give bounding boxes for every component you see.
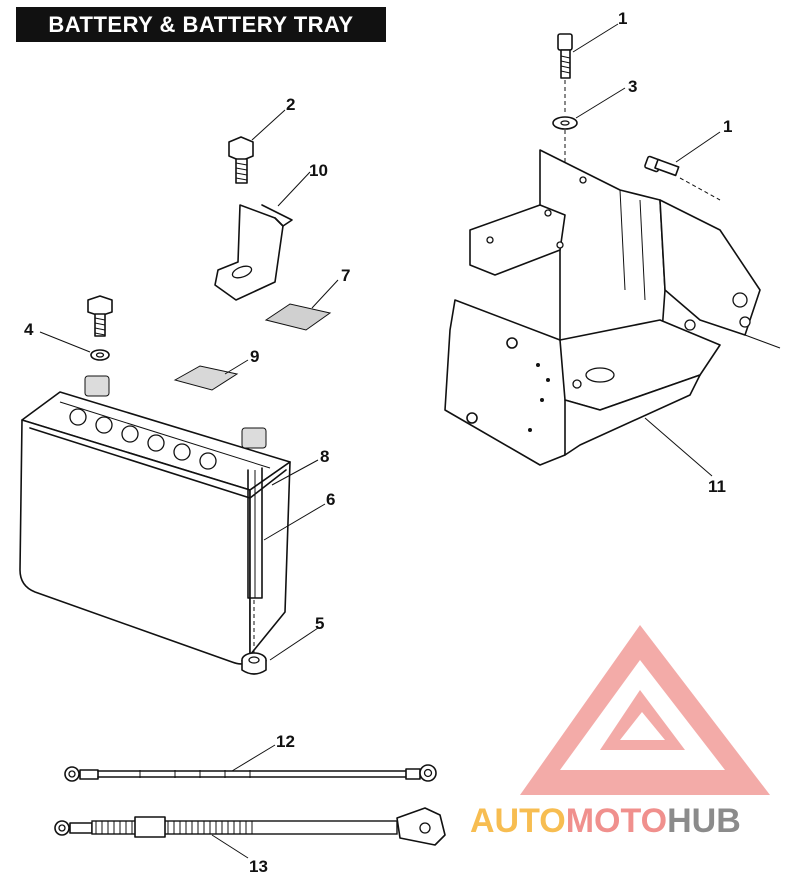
cell-caps — [69, 408, 217, 470]
flat-washer — [552, 116, 578, 180]
callout-3: 3 — [628, 77, 637, 96]
tray-pad — [264, 303, 332, 331]
callout-4: 4 — [24, 320, 34, 339]
hold-down-rod — [247, 467, 263, 655]
battery — [19, 375, 291, 665]
top-pad — [173, 365, 239, 391]
callout-1-top: 1 — [618, 9, 627, 28]
callout-12: 12 — [276, 732, 295, 751]
callout-labels: 1 3 1 2 10 7 9 4 8 6 5 11 12 13 — [24, 9, 732, 876]
callout-8: 8 — [320, 447, 329, 466]
watermark-moto: MOTO — [566, 802, 667, 840]
hold-down-bolt — [228, 136, 254, 184]
callout-5: 5 — [315, 614, 324, 633]
watermark-auto: AUTO — [470, 802, 566, 840]
cable-positive — [64, 764, 437, 782]
callout-13: 13 — [249, 857, 268, 876]
svg-text:AUTOMOTOHUB: AUTOMOTOHUB — [470, 802, 741, 840]
callout-6: 6 — [326, 490, 335, 509]
callout-1-side: 1 — [723, 117, 732, 136]
hold-down-bracket — [214, 204, 293, 301]
battery-tray — [444, 149, 781, 466]
watermark-text: AUTOMOTOHUB — [470, 802, 741, 840]
callout-7: 7 — [341, 266, 350, 285]
callout-9: 9 — [250, 347, 259, 366]
nut — [241, 652, 267, 675]
callout-11: 11 — [708, 477, 726, 496]
callout-10: 10 — [309, 161, 328, 180]
leader-lines — [39, 23, 721, 859]
callout-2: 2 — [286, 95, 295, 114]
watermark-logo-icon — [520, 625, 770, 795]
watermark-hub: HUB — [667, 802, 741, 840]
tray-bolt-side — [644, 155, 721, 201]
diagram-title: BATTERY & BATTERY TRAY — [16, 7, 386, 42]
cable-negative — [54, 807, 446, 846]
battery-bolt — [87, 295, 113, 337]
tray-bolt-top — [557, 33, 573, 115]
